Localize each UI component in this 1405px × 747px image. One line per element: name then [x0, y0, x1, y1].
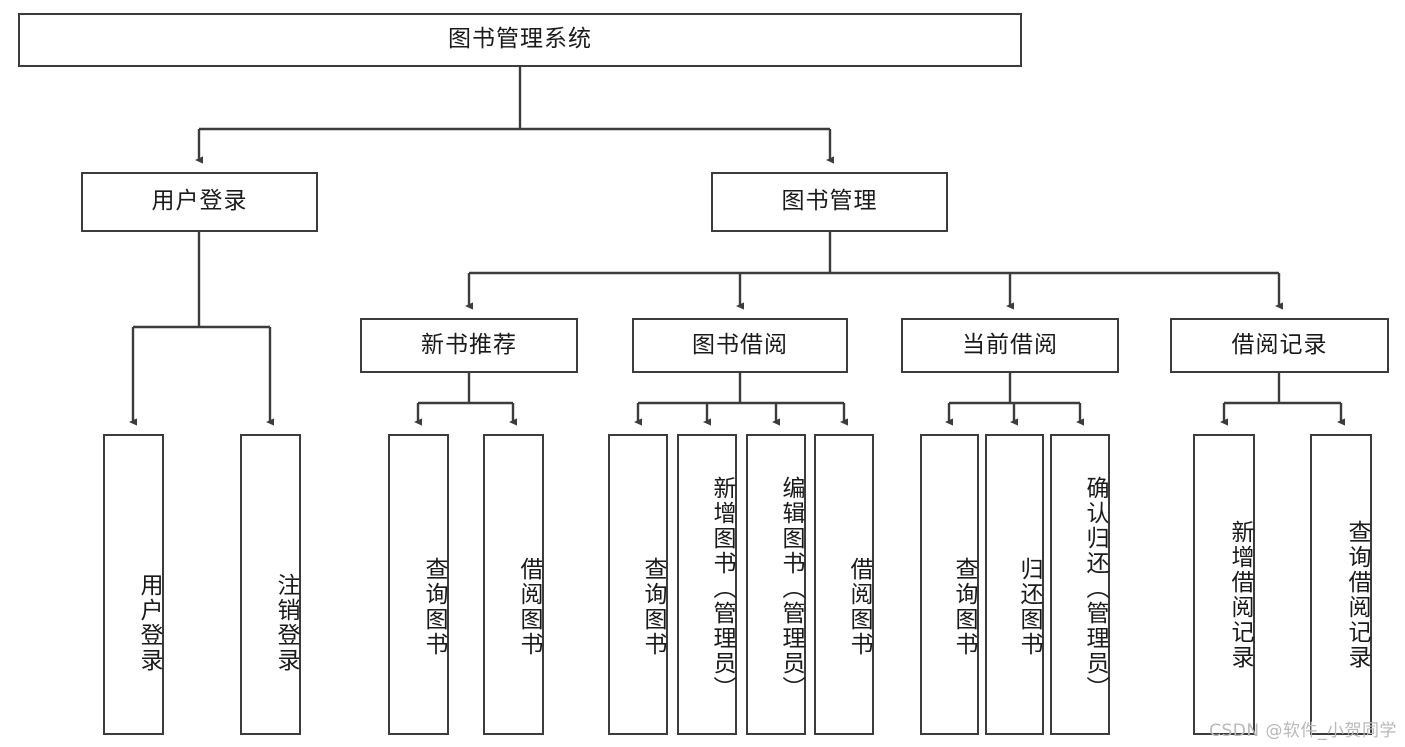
- leaf-user-login[interactable]: 用户登录: [103, 434, 164, 735]
- leaf-return-book[interactable]: 归还图书: [985, 434, 1044, 735]
- node-label: 图书借阅: [692, 331, 788, 358]
- node-label: 确认归还（管理员）: [1082, 476, 1108, 701]
- leaf-query-book-current[interactable]: 查询图书: [920, 434, 979, 735]
- node-label: 注销登录: [273, 572, 299, 673]
- node-label: 借阅图书: [846, 556, 872, 657]
- node-label: 编辑图书（管理员）: [778, 476, 804, 701]
- node-label: 归还图书: [1016, 556, 1042, 657]
- node-book-manage[interactable]: 图书管理: [711, 172, 948, 232]
- node-label: 查询图书: [640, 556, 666, 657]
- node-root-system[interactable]: 图书管理系统: [18, 13, 1022, 67]
- node-label: 用户登录: [151, 188, 248, 215]
- csdn-watermark: CSDN @软件_小贺同学: [1209, 721, 1397, 741]
- node-borrow-record[interactable]: 借阅记录: [1170, 318, 1389, 373]
- node-label: 图书管理: [781, 188, 878, 215]
- leaf-confirm-return[interactable]: 确认归还（管理员）: [1050, 434, 1110, 735]
- leaf-user-logout[interactable]: 注销登录: [240, 434, 301, 735]
- leaf-borrow-book[interactable]: 借阅图书: [814, 434, 874, 735]
- node-label: 查询图书: [421, 556, 447, 657]
- node-label: 查询图书: [951, 556, 977, 657]
- node-label: 图书管理系统: [448, 26, 592, 53]
- leaf-add-book[interactable]: 新增图书（管理员）: [677, 434, 737, 735]
- node-label: 用户登录: [136, 572, 162, 673]
- node-new-book-recommend[interactable]: 新书推荐: [360, 318, 578, 373]
- node-label: 借阅记录: [1231, 331, 1328, 358]
- node-label: 当前借阅: [962, 331, 1058, 358]
- node-label: 新增图书（管理员）: [709, 476, 735, 701]
- node-label: 新书推荐: [421, 331, 517, 358]
- leaf-borrow-book-recommend[interactable]: 借阅图书: [483, 434, 544, 735]
- node-current-borrow[interactable]: 当前借阅: [901, 318, 1119, 373]
- leaf-query-book-borrow[interactable]: 查询图书: [608, 434, 668, 735]
- node-user-login[interactable]: 用户登录: [81, 172, 318, 232]
- node-label: 新增借阅记录: [1227, 519, 1253, 670]
- leaf-add-borrow-record[interactable]: 新增借阅记录: [1193, 434, 1255, 735]
- leaf-query-book-recommend[interactable]: 查询图书: [388, 434, 449, 735]
- leaf-edit-book[interactable]: 编辑图书（管理员）: [746, 434, 806, 735]
- node-label: 借阅图书: [516, 556, 542, 657]
- leaf-query-borrow-record[interactable]: 查询借阅记录: [1310, 434, 1372, 735]
- node-label: 查询借阅记录: [1344, 519, 1370, 670]
- node-book-borrow[interactable]: 图书借阅: [632, 318, 848, 373]
